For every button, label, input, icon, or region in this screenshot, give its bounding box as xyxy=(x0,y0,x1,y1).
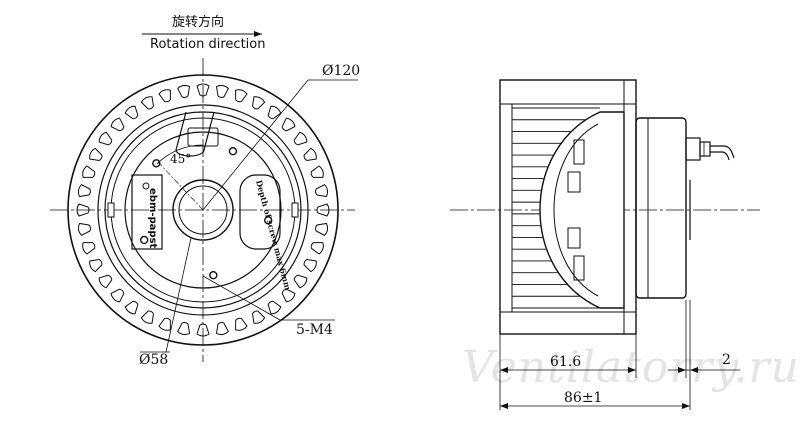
impeller-outer-ring xyxy=(67,74,339,346)
blade-hole xyxy=(315,184,329,198)
angle-arc xyxy=(156,144,204,165)
blade-hole xyxy=(140,96,154,110)
blade-hole xyxy=(316,203,330,217)
blade-holes xyxy=(76,83,330,337)
blade-hole xyxy=(215,322,229,336)
blade-hole xyxy=(267,105,282,120)
blade-hole xyxy=(310,165,324,178)
dim-m4-label: 5-M4 xyxy=(296,322,333,338)
blade-hole xyxy=(303,259,317,273)
rear-housing xyxy=(635,117,687,299)
blade-hole xyxy=(82,242,96,255)
flange-notch-left xyxy=(107,202,115,218)
blade-hole xyxy=(196,83,210,97)
blade-hole xyxy=(158,317,171,331)
rotation-direction-indicator: 旋转方向 Rotation direction xyxy=(142,14,265,52)
blade-hole xyxy=(98,274,113,289)
blade-hole xyxy=(281,117,296,132)
blade-hole xyxy=(196,323,210,337)
blade-hole xyxy=(235,317,248,331)
blade-hole xyxy=(89,259,103,273)
shaft-hub-inner xyxy=(178,185,228,235)
front-view: 45° ebm-papst Depth of screw max 6mm Ø12… xyxy=(50,58,360,368)
blade-hole xyxy=(98,131,113,146)
cable-outlet xyxy=(175,111,215,157)
blade-hole xyxy=(293,131,308,146)
mount-hole xyxy=(209,270,218,280)
plate-boss-top xyxy=(187,127,219,147)
blade-hole xyxy=(252,96,266,110)
blade-hole xyxy=(303,147,317,161)
blade-hole xyxy=(158,89,171,103)
blade-hole xyxy=(281,288,296,303)
blade-hole xyxy=(89,147,103,161)
blade-hole xyxy=(215,84,229,98)
blade-hole xyxy=(177,322,191,336)
shaft-hub-outer xyxy=(172,179,234,241)
blade-hole xyxy=(235,89,248,103)
dim-61-label: 61.6 xyxy=(550,354,581,370)
depth-note: Depth of screw max 6mm xyxy=(254,179,293,292)
mount-holes xyxy=(139,146,273,280)
dim-2-label: 2 xyxy=(722,352,731,368)
flange-notch-right xyxy=(291,202,299,218)
blade-hole xyxy=(267,300,282,315)
motor-dome-inner xyxy=(553,123,599,297)
blade-hole xyxy=(293,274,308,289)
blade-hole xyxy=(315,222,329,236)
dim-58-label: Ø58 xyxy=(139,352,168,368)
brand-label-plate: ebm-papst xyxy=(131,174,163,250)
motor-slots xyxy=(567,139,585,281)
dim-120-leader xyxy=(202,79,309,211)
dim-58-leader xyxy=(165,237,192,353)
angle-label: 45° xyxy=(170,152,191,166)
blade-hole xyxy=(76,203,90,217)
blade-hole xyxy=(140,310,154,324)
mount-hole xyxy=(263,216,273,225)
mount-hole xyxy=(152,159,161,168)
dim-m4-leader xyxy=(202,275,281,321)
watermark: Ventilatorry.ru xyxy=(462,342,800,393)
blade-hole xyxy=(252,310,266,324)
brand-label: ebm-papst xyxy=(147,188,158,249)
dim-120-label: Ø120 xyxy=(322,63,360,79)
motor-plate xyxy=(124,131,282,289)
rotation-label-en: Rotation direction xyxy=(150,37,265,52)
mount-hole xyxy=(228,146,238,156)
motor-housing-ring xyxy=(104,111,302,309)
blade-hole xyxy=(110,117,125,132)
blade-hole xyxy=(124,300,139,315)
impeller-inner-ring xyxy=(97,104,309,316)
blade-hole xyxy=(124,105,139,120)
rotation-label-cn: 旋转方向 xyxy=(172,14,224,30)
blade-hole xyxy=(82,165,96,178)
rotation-arrowhead xyxy=(254,31,262,37)
blade-hole xyxy=(77,222,91,236)
dim-86-label: 86±1 xyxy=(564,390,602,406)
blade-hole xyxy=(177,84,191,98)
blade-hole xyxy=(77,184,91,198)
blade-hole xyxy=(310,242,324,255)
motor-dome xyxy=(539,111,625,309)
angle-ray xyxy=(157,161,204,211)
mount-hole xyxy=(139,235,149,245)
side-view: 61.6 2 86±1 xyxy=(450,79,760,410)
cable-gland xyxy=(685,137,735,161)
blade-hole xyxy=(110,288,125,303)
